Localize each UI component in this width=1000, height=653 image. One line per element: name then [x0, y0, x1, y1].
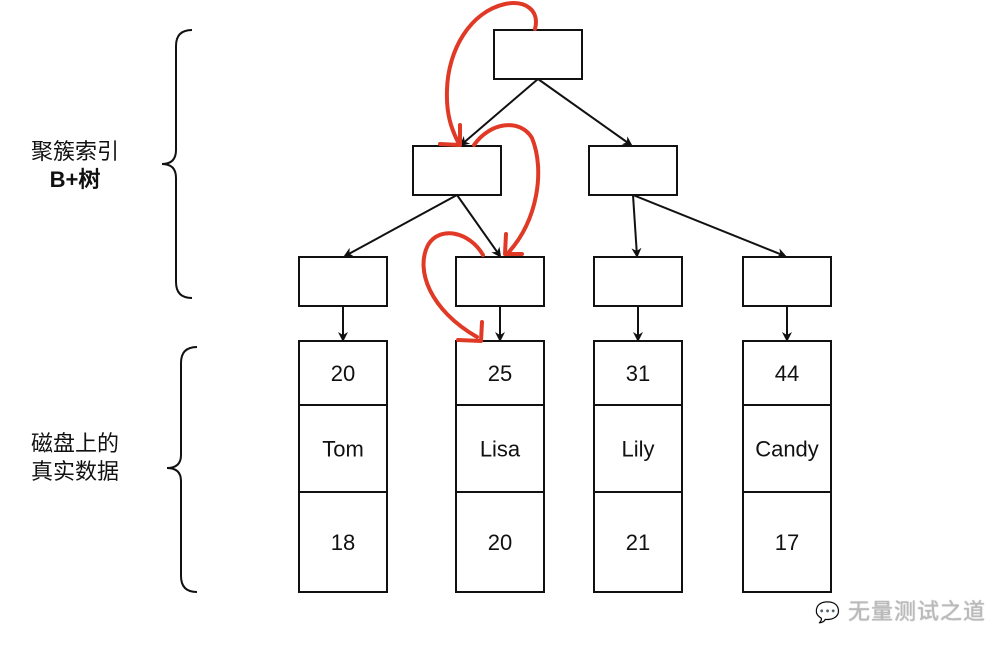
internal-node-left[interactable]	[412, 145, 502, 196]
search-path-arrow-3	[421, 231, 485, 339]
watermark: 💬 无量测试之道	[815, 594, 986, 626]
record-3-id-cell	[593, 340, 683, 406]
edge-root-right	[537, 78, 633, 147]
record-1-age: 18	[331, 530, 355, 555]
internal-node-right[interactable]	[588, 145, 678, 196]
record-3-id: 31	[626, 361, 650, 386]
record-2-id: 25	[488, 361, 512, 386]
record-1-name-cell	[298, 404, 388, 493]
leaf-node-3[interactable]	[593, 256, 683, 307]
root-node[interactable]	[493, 29, 583, 80]
watermark-text: 无量测试之道	[848, 599, 987, 624]
record-2-name: Lisa	[480, 437, 521, 462]
leaf-node-1[interactable]	[298, 256, 388, 307]
disk-data-label-line2: 真实数据	[30, 459, 119, 484]
wechat-icon: 💬	[815, 602, 841, 624]
search-path-arrowhead-1	[438, 123, 462, 147]
clustered-index-label-line1: 聚簇索引	[30, 139, 119, 164]
record-1-age-cell	[298, 491, 388, 593]
search-path	[421, 1, 541, 343]
index-brace	[161, 29, 193, 299]
edge-right-leaf3	[631, 194, 642, 258]
clustered-index-label: 聚簇索引 B+树	[20, 138, 130, 194]
data-brace	[166, 346, 198, 593]
leaf-node-4[interactable]	[742, 256, 832, 307]
search-path-arrowhead-3	[456, 320, 484, 343]
search-path-arrow-2	[472, 123, 541, 255]
record-4-name-cell	[742, 404, 832, 493]
record-3-name: Lily	[621, 437, 654, 462]
disk-data-label-line1: 磁盘上的	[30, 431, 119, 456]
record-1-id-cell	[298, 340, 388, 406]
record-3-age-cell	[593, 491, 683, 593]
search-path-arrowhead-2	[503, 232, 524, 256]
edge-left-leaf2	[456, 194, 502, 258]
record-3-name-cell	[593, 404, 683, 493]
record-3-age: 21	[626, 530, 650, 555]
record-4-name: Candy	[755, 437, 819, 462]
record-2-name-cell	[455, 404, 545, 493]
clustered-index-label-line2: B+树	[49, 167, 101, 192]
edge-left-leaf1	[343, 194, 458, 257]
record-4-id: 44	[775, 361, 799, 386]
search-path-arrow-1	[444, 1, 538, 144]
record-4-age-cell	[742, 491, 832, 593]
record-1-name: Tom	[322, 437, 364, 462]
edge-root-left	[459, 78, 539, 147]
record-2-id-cell	[455, 340, 545, 406]
edge-right-leaf4	[632, 194, 787, 258]
record-2-age: 20	[488, 530, 512, 555]
leaf-node-2[interactable]	[455, 256, 545, 307]
record-2-age-cell	[455, 491, 545, 593]
disk-data-label: 磁盘上的 真实数据	[20, 430, 130, 486]
record-4-age: 17	[775, 530, 799, 555]
record-1-id: 20	[331, 361, 355, 386]
